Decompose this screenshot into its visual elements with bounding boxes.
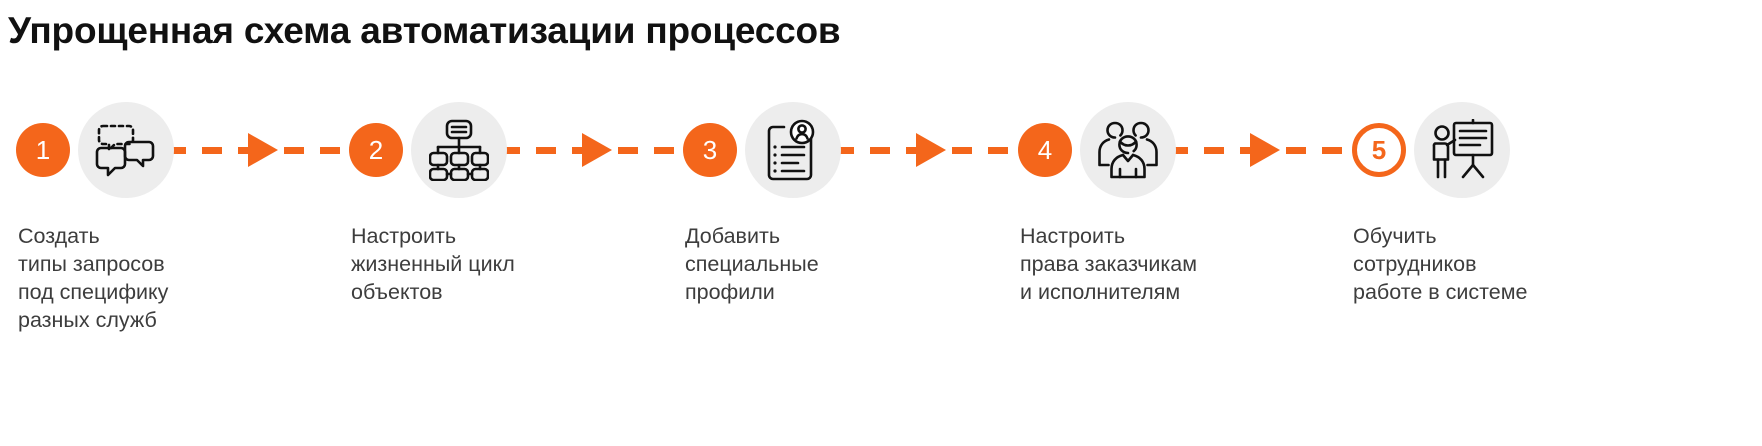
chat-bubbles-icon xyxy=(95,124,155,177)
connector-dash xyxy=(500,147,582,154)
step-3-number-badge: 3 xyxy=(683,123,737,177)
step-2-number: 2 xyxy=(368,134,384,165)
step-1-number: 1 xyxy=(35,134,51,165)
connector-dash xyxy=(618,147,675,154)
connector-1-2 xyxy=(166,133,341,167)
connector-arrowhead-icon xyxy=(916,133,946,167)
step-3-icon-background xyxy=(745,102,841,198)
step-5-caption: Обучить сотрудников работе в системе xyxy=(1353,224,1528,304)
step-3[interactable]: 3 xyxy=(683,100,841,200)
steps-row: 1 xyxy=(0,100,1762,200)
step-1[interactable]: 1 xyxy=(16,100,174,200)
step-5-number: 5 xyxy=(1371,134,1387,165)
connector-arrowhead-icon xyxy=(582,133,612,167)
hierarchy-flowchart-icon xyxy=(429,119,489,181)
user-group-icon xyxy=(1098,121,1158,179)
step-1-caption: Создать типы запросов под специфику разн… xyxy=(18,224,169,332)
step-2[interactable]: 2 xyxy=(349,100,507,200)
connector-dash xyxy=(166,147,248,154)
presenter-flipchart-icon xyxy=(1432,119,1494,179)
step-2-icon-background xyxy=(411,102,507,198)
step-4-number: 4 xyxy=(1037,134,1053,165)
connector-dash xyxy=(1168,147,1250,154)
step-5[interactable]: 5 xyxy=(1352,100,1510,200)
connector-2-3 xyxy=(500,133,675,167)
step-5-number-badge: 5 xyxy=(1352,123,1406,177)
connector-4-5 xyxy=(1168,133,1345,167)
connector-arrowhead-icon xyxy=(248,133,278,167)
step-3-caption: Добавить специальные профили xyxy=(685,224,819,304)
step-3-number: 3 xyxy=(702,134,718,165)
step-4-icon-background xyxy=(1080,102,1176,198)
step-2-number-badge: 2 xyxy=(349,123,403,177)
connector-arrowhead-icon xyxy=(1250,133,1280,167)
step-4[interactable]: 4 xyxy=(1018,100,1176,200)
step-1-number-badge: 1 xyxy=(16,123,70,177)
step-5-icon-background xyxy=(1414,102,1510,198)
connector-dash xyxy=(1286,147,1345,154)
connector-dash xyxy=(952,147,1011,154)
step-1-icon-background xyxy=(78,102,174,198)
step-4-number-badge: 4 xyxy=(1018,123,1072,177)
connector-dash xyxy=(284,147,341,154)
step-2-caption: Настроить жизненный цикл объектов xyxy=(351,224,515,304)
page-title: Упрощенная схема автоматизации процессов xyxy=(8,10,841,51)
step-4-caption: Настроить права заказчикам и исполнителя… xyxy=(1020,224,1198,304)
connector-3-4 xyxy=(834,133,1011,167)
connector-dash xyxy=(834,147,916,154)
profile-clipboard-icon xyxy=(767,119,815,181)
